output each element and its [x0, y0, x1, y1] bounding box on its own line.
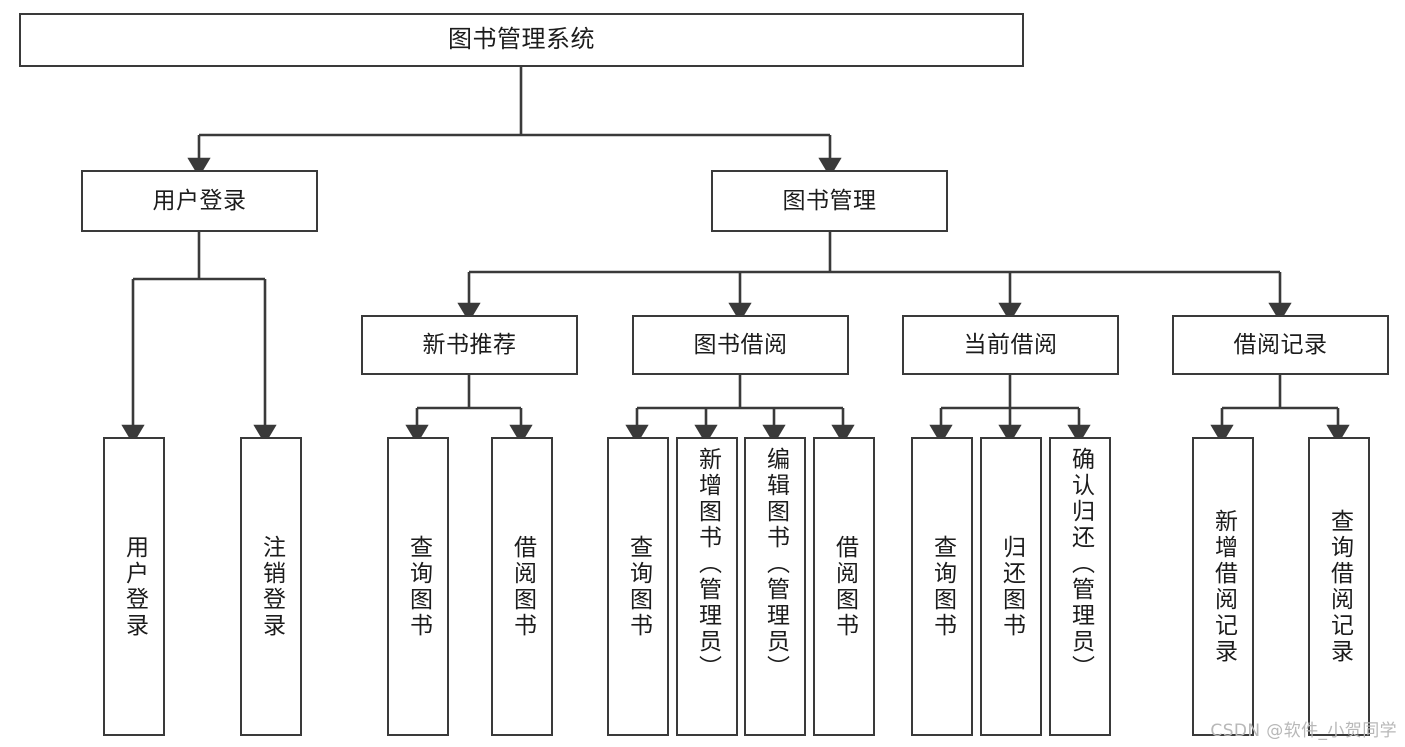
leaf-record-query-record[interactable]: 查询借阅记录: [1308, 437, 1370, 736]
node-label: 查询图书: [405, 534, 432, 639]
node-label: 新增借阅记录: [1210, 508, 1237, 665]
node-label: 查询图书: [929, 534, 956, 639]
node-label: 归还图书: [998, 534, 1025, 639]
node-label: 新书推荐: [422, 331, 517, 358]
leaf-borrow-borrow-book[interactable]: 借阅图书: [813, 437, 875, 736]
node-label: 查询借阅记录: [1326, 508, 1353, 665]
leaf-user-login-logout[interactable]: 注销登录: [240, 437, 302, 736]
node-borrowing-record[interactable]: 借阅记录: [1172, 315, 1389, 375]
node-label: 当前借阅: [963, 331, 1058, 358]
csdn-watermark: CSDN @软件_小贺同学: [1210, 721, 1397, 741]
leaf-borrow-add-book-admin[interactable]: 新增图书（管理员）: [676, 437, 738, 736]
node-label: 确认归还（管理员）: [1067, 447, 1094, 681]
node-label: 图书管理系统: [448, 25, 595, 54]
node-user-login[interactable]: 用户登录: [81, 170, 318, 232]
leaf-recommend-borrow-book[interactable]: 借阅图书: [491, 437, 553, 736]
node-label: 借阅图书: [509, 534, 536, 639]
node-label: 借阅记录: [1233, 331, 1328, 358]
leaf-borrow-edit-book-admin[interactable]: 编辑图书（管理员）: [744, 437, 806, 736]
node-current-borrowing[interactable]: 当前借阅: [902, 315, 1119, 375]
node-label: 用户登录: [121, 534, 148, 639]
leaf-recommend-query-book[interactable]: 查询图书: [387, 437, 449, 736]
leaf-current-confirm-return-admin[interactable]: 确认归还（管理员）: [1049, 437, 1111, 736]
node-label: 查询图书: [625, 534, 652, 639]
leaf-record-add-record[interactable]: 新增借阅记录: [1192, 437, 1254, 736]
leaf-current-return-book[interactable]: 归还图书: [980, 437, 1042, 736]
node-book-borrowing[interactable]: 图书借阅: [632, 315, 849, 375]
node-book-management[interactable]: 图书管理: [711, 170, 948, 232]
leaf-user-login-login[interactable]: 用户登录: [103, 437, 165, 736]
node-label: 用户登录: [152, 187, 247, 214]
node-label: 新增图书（管理员）: [694, 447, 721, 681]
leaf-current-query-book[interactable]: 查询图书: [911, 437, 973, 736]
node-new-book-recommendation[interactable]: 新书推荐: [361, 315, 578, 375]
node-root-book-management-system[interactable]: 图书管理系统: [19, 13, 1024, 67]
node-label: 编辑图书（管理员）: [762, 447, 789, 681]
node-label: 图书管理: [782, 187, 877, 214]
node-label: 图书借阅: [693, 331, 788, 358]
leaf-borrow-query-book[interactable]: 查询图书: [607, 437, 669, 736]
node-label: 注销登录: [258, 534, 285, 639]
node-label: 借阅图书: [831, 534, 858, 639]
